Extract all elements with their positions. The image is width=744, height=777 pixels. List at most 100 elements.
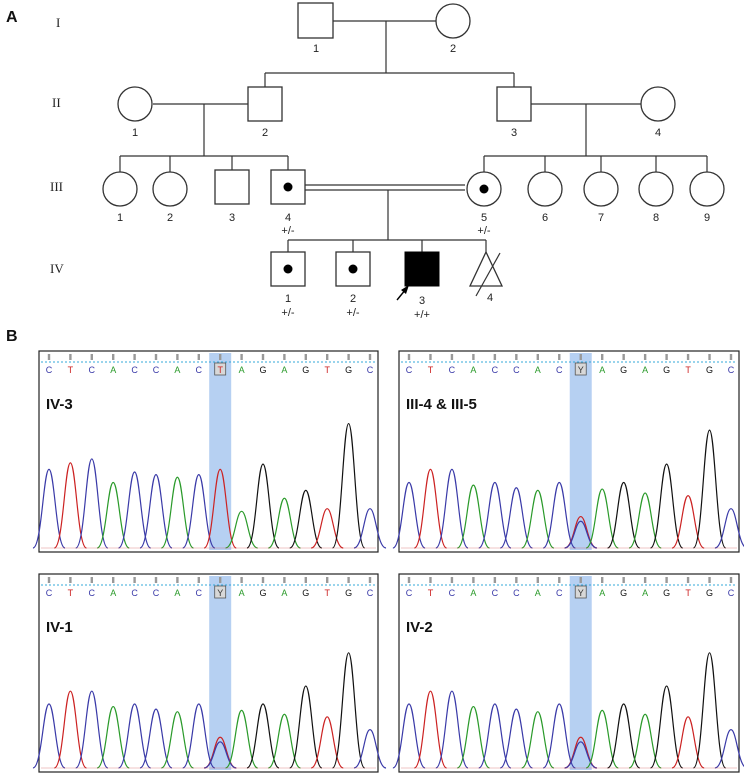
trace-peak <box>246 703 280 769</box>
base-tick <box>69 577 72 583</box>
trace-peak <box>692 652 727 769</box>
trace-peak <box>456 705 491 769</box>
gen4-deceased-4-triangle <box>468 250 504 287</box>
base-call: A <box>470 365 476 375</box>
gen3-male-4-genotype: +/- <box>281 225 294 237</box>
base-tick <box>283 354 286 360</box>
base-call: G <box>302 365 309 375</box>
gen3-female-7-number: 7 <box>598 212 604 224</box>
gen3-female-1 <box>102 171 138 207</box>
base-tick <box>90 577 93 583</box>
base-call: T <box>68 365 74 375</box>
variant-base-box <box>574 362 587 376</box>
base-tick <box>472 577 475 583</box>
variant-base-box <box>214 362 227 376</box>
base-tick <box>558 577 561 583</box>
base-tick <box>347 577 350 583</box>
base-call: Y <box>578 588 584 598</box>
gen4-male-1-carrier-dot <box>283 264 293 274</box>
gen4-male-2-carrier-dot <box>348 264 358 274</box>
base-tick <box>219 354 222 360</box>
base-tick <box>304 577 307 583</box>
base-call: A <box>642 588 648 598</box>
base-call: G <box>706 588 713 598</box>
base-tick <box>665 354 668 360</box>
trace-peak <box>478 481 512 549</box>
trace-peak <box>413 468 448 549</box>
trace-peak <box>714 508 744 549</box>
trace-peak <box>606 481 641 549</box>
variant-highlight <box>209 576 232 770</box>
base-tick <box>515 354 518 360</box>
base-tick <box>429 354 432 360</box>
base-call: A <box>470 588 476 598</box>
trace-peak <box>585 488 619 549</box>
base-tick <box>686 577 690 583</box>
base-tick <box>47 577 51 583</box>
base-call: A <box>110 588 116 598</box>
base-call: G <box>345 588 352 598</box>
base-call: G <box>259 365 266 375</box>
gen3-female-5-carrier-dot <box>479 184 489 194</box>
base-call: G <box>302 588 309 598</box>
gen4-male-3-affected <box>404 251 440 287</box>
trace-peak <box>392 481 426 549</box>
gen3-female-7 <box>583 171 619 207</box>
base-call: T <box>324 588 330 598</box>
variant-highlight <box>569 353 592 550</box>
gen2-male-3 <box>496 86 532 122</box>
base-call: C <box>556 588 563 598</box>
base-tick <box>536 577 539 583</box>
panel-a-letter: A <box>6 9 18 26</box>
gen3-female-5-genotype: +/- <box>477 225 490 237</box>
gen3-female-5-number: 5 <box>481 212 487 224</box>
trace-peak <box>139 708 173 769</box>
trace-peak <box>542 703 576 769</box>
base-tick <box>90 354 93 360</box>
gen3-male-4-number: 4 <box>285 212 291 224</box>
base-call: T <box>685 365 691 375</box>
trace-peak <box>628 492 662 549</box>
base-tick <box>304 354 307 360</box>
base-tick <box>493 577 497 583</box>
trace-peak <box>53 462 88 549</box>
chromatogram-frame <box>38 573 379 773</box>
gen3-female-2-number: 2 <box>167 212 173 224</box>
base-call: A <box>174 365 180 375</box>
gen3-female-8 <box>638 171 674 207</box>
base-call: C <box>406 365 413 375</box>
base-tick <box>601 577 604 583</box>
base-tick <box>69 354 72 360</box>
base-tick <box>326 577 329 583</box>
trace-peak <box>160 476 195 549</box>
base-tick <box>515 577 518 583</box>
base-call: T <box>68 588 74 598</box>
sample-label: IV-1 <box>46 619 73 636</box>
base-call: C <box>89 588 96 598</box>
base-call: C <box>131 588 138 598</box>
pedigree-lines <box>119 20 708 252</box>
base-tick <box>558 354 561 360</box>
base-call: T <box>428 365 434 375</box>
base-call: C <box>367 365 374 375</box>
gen3-female-6-number: 6 <box>542 212 548 224</box>
trace-peak <box>521 489 555 549</box>
base-tick <box>450 577 454 583</box>
base-call: G <box>259 588 266 598</box>
base-call: C <box>406 588 413 598</box>
gen4-male-3-genotype: +/+ <box>414 309 430 321</box>
trace-peak <box>75 458 109 549</box>
variant-base-box <box>214 585 227 599</box>
base-call: G <box>706 365 713 375</box>
trace-peak <box>161 711 194 769</box>
base-call: A <box>281 365 287 375</box>
base-call: C <box>513 588 520 598</box>
trace-peak <box>182 703 216 769</box>
gen3-male-3 <box>214 169 250 205</box>
base-call: A <box>110 365 116 375</box>
base-tick <box>579 577 582 583</box>
gen3-male-3-number: 3 <box>229 212 235 224</box>
gen1-male-1 <box>297 2 334 39</box>
base-call: G <box>663 588 670 598</box>
